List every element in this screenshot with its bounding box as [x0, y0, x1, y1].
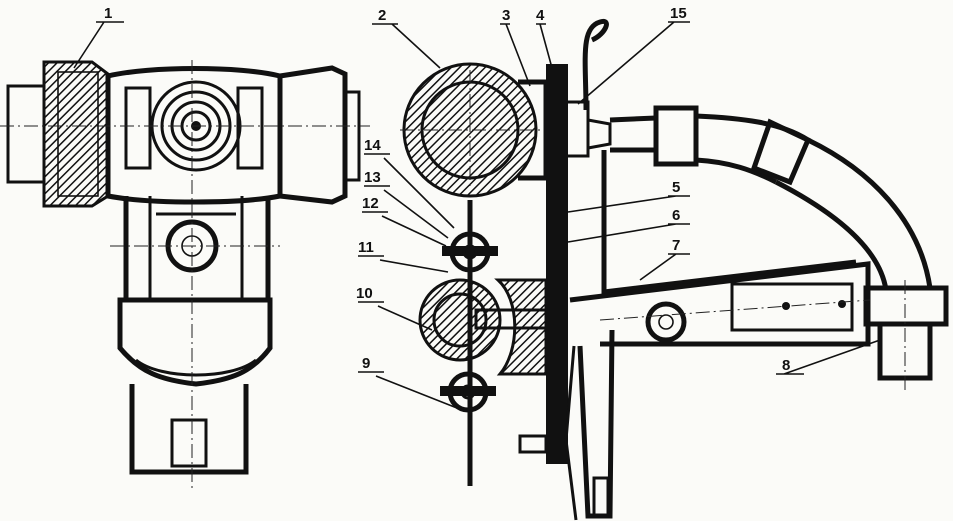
left-bolt — [124, 86, 152, 170]
callout-7: 7 — [672, 237, 680, 254]
leader-13 — [364, 185, 449, 239]
shank — [129, 384, 249, 475]
pipe-bend — [695, 113, 810, 185]
leader-3 — [500, 23, 531, 87]
leader-15 — [577, 21, 690, 105]
leader-1 — [73, 21, 124, 69]
leader-7 — [639, 253, 690, 281]
right-view — [400, 18, 949, 521]
callout-9: 9 — [362, 355, 370, 372]
right-cylinder-cap — [343, 90, 361, 182]
leader-10 — [358, 301, 433, 331]
callout-11: 11 — [358, 239, 374, 256]
callout-12: 12 — [362, 195, 379, 212]
ring-inner — [57, 71, 99, 197]
leader-6 — [567, 223, 690, 243]
callout-6: 6 — [672, 207, 680, 224]
pipe-sleeve — [750, 118, 812, 186]
arm-slot — [730, 282, 854, 332]
left-end-cap — [6, 84, 50, 184]
right-bolt — [236, 86, 264, 170]
horizontal-arm — [569, 261, 871, 347]
leader-9 — [358, 371, 463, 411]
shank-slot — [170, 418, 208, 468]
callout-14: 14 — [364, 137, 381, 154]
callout-4: 4 — [536, 7, 545, 24]
vertical-body — [123, 196, 271, 303]
leader-5 — [567, 195, 690, 213]
callout-3: 3 — [502, 7, 510, 24]
body-inner-lines — [148, 196, 244, 300]
callout-15: 15 — [670, 5, 687, 22]
callout-1: 1 — [104, 5, 112, 22]
pipe-arc — [774, 137, 933, 291]
right-cylinder — [279, 65, 348, 205]
callout-5: 5 — [672, 179, 680, 196]
l-wire — [601, 150, 857, 295]
main-plate — [546, 64, 568, 464]
top-hook — [582, 18, 609, 111]
callout-8: 8 — [782, 357, 790, 374]
arm-bolt — [645, 301, 687, 343]
leader-4 — [536, 23, 553, 69]
left-view — [0, 60, 370, 490]
leader-14 — [364, 153, 455, 229]
leader-11 — [358, 255, 449, 273]
pipe-horizontal — [609, 115, 657, 153]
leader-2 — [372, 23, 441, 69]
top-clamp — [564, 100, 590, 158]
pipe-elbow-cap — [863, 285, 949, 327]
callout-2: 2 — [378, 7, 386, 24]
lower-hatched-ring — [418, 278, 502, 362]
pipe-coupling — [653, 105, 699, 167]
leader-8 — [776, 339, 881, 375]
lower-fork — [117, 297, 273, 387]
leader-lines — [73, 21, 881, 411]
leader-12 — [362, 211, 447, 247]
callout-10: 10 — [356, 285, 373, 302]
callout-13: 13 — [364, 169, 381, 186]
